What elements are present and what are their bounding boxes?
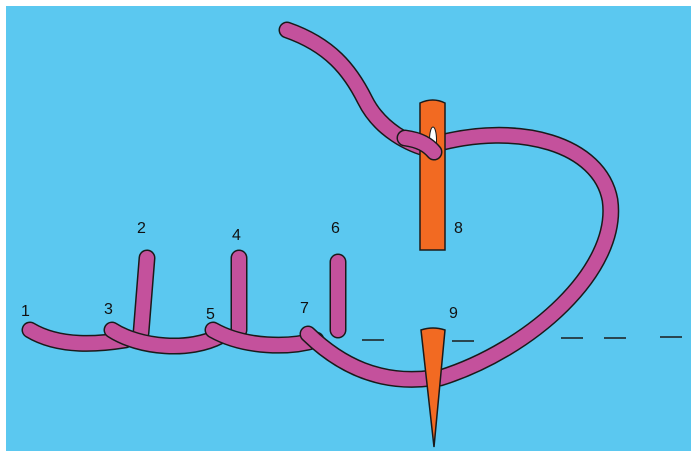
thread-through-eye bbox=[398, 131, 441, 159]
stitch-base-3-5 bbox=[105, 323, 227, 353]
thread-loop bbox=[425, 128, 618, 385]
dashed-guide-line bbox=[362, 336, 682, 342]
needle-lower-point bbox=[420, 327, 446, 448]
stitch-leg-2 bbox=[134, 251, 154, 340]
needle-upper bbox=[419, 99, 446, 251]
needle-shaft bbox=[419, 99, 446, 251]
label-4: 4 bbox=[232, 227, 241, 244]
stitch-base-7-9 bbox=[301, 327, 439, 387]
label-8: 8 bbox=[454, 220, 463, 237]
label-1: 1 bbox=[21, 303, 30, 320]
label-9: 9 bbox=[449, 305, 458, 322]
label-5: 5 bbox=[206, 306, 215, 323]
thread-group bbox=[21, 21, 620, 388]
label-6: 6 bbox=[331, 220, 340, 237]
label-2: 2 bbox=[137, 220, 146, 237]
label-7: 7 bbox=[300, 300, 309, 317]
label-3: 3 bbox=[104, 301, 113, 318]
